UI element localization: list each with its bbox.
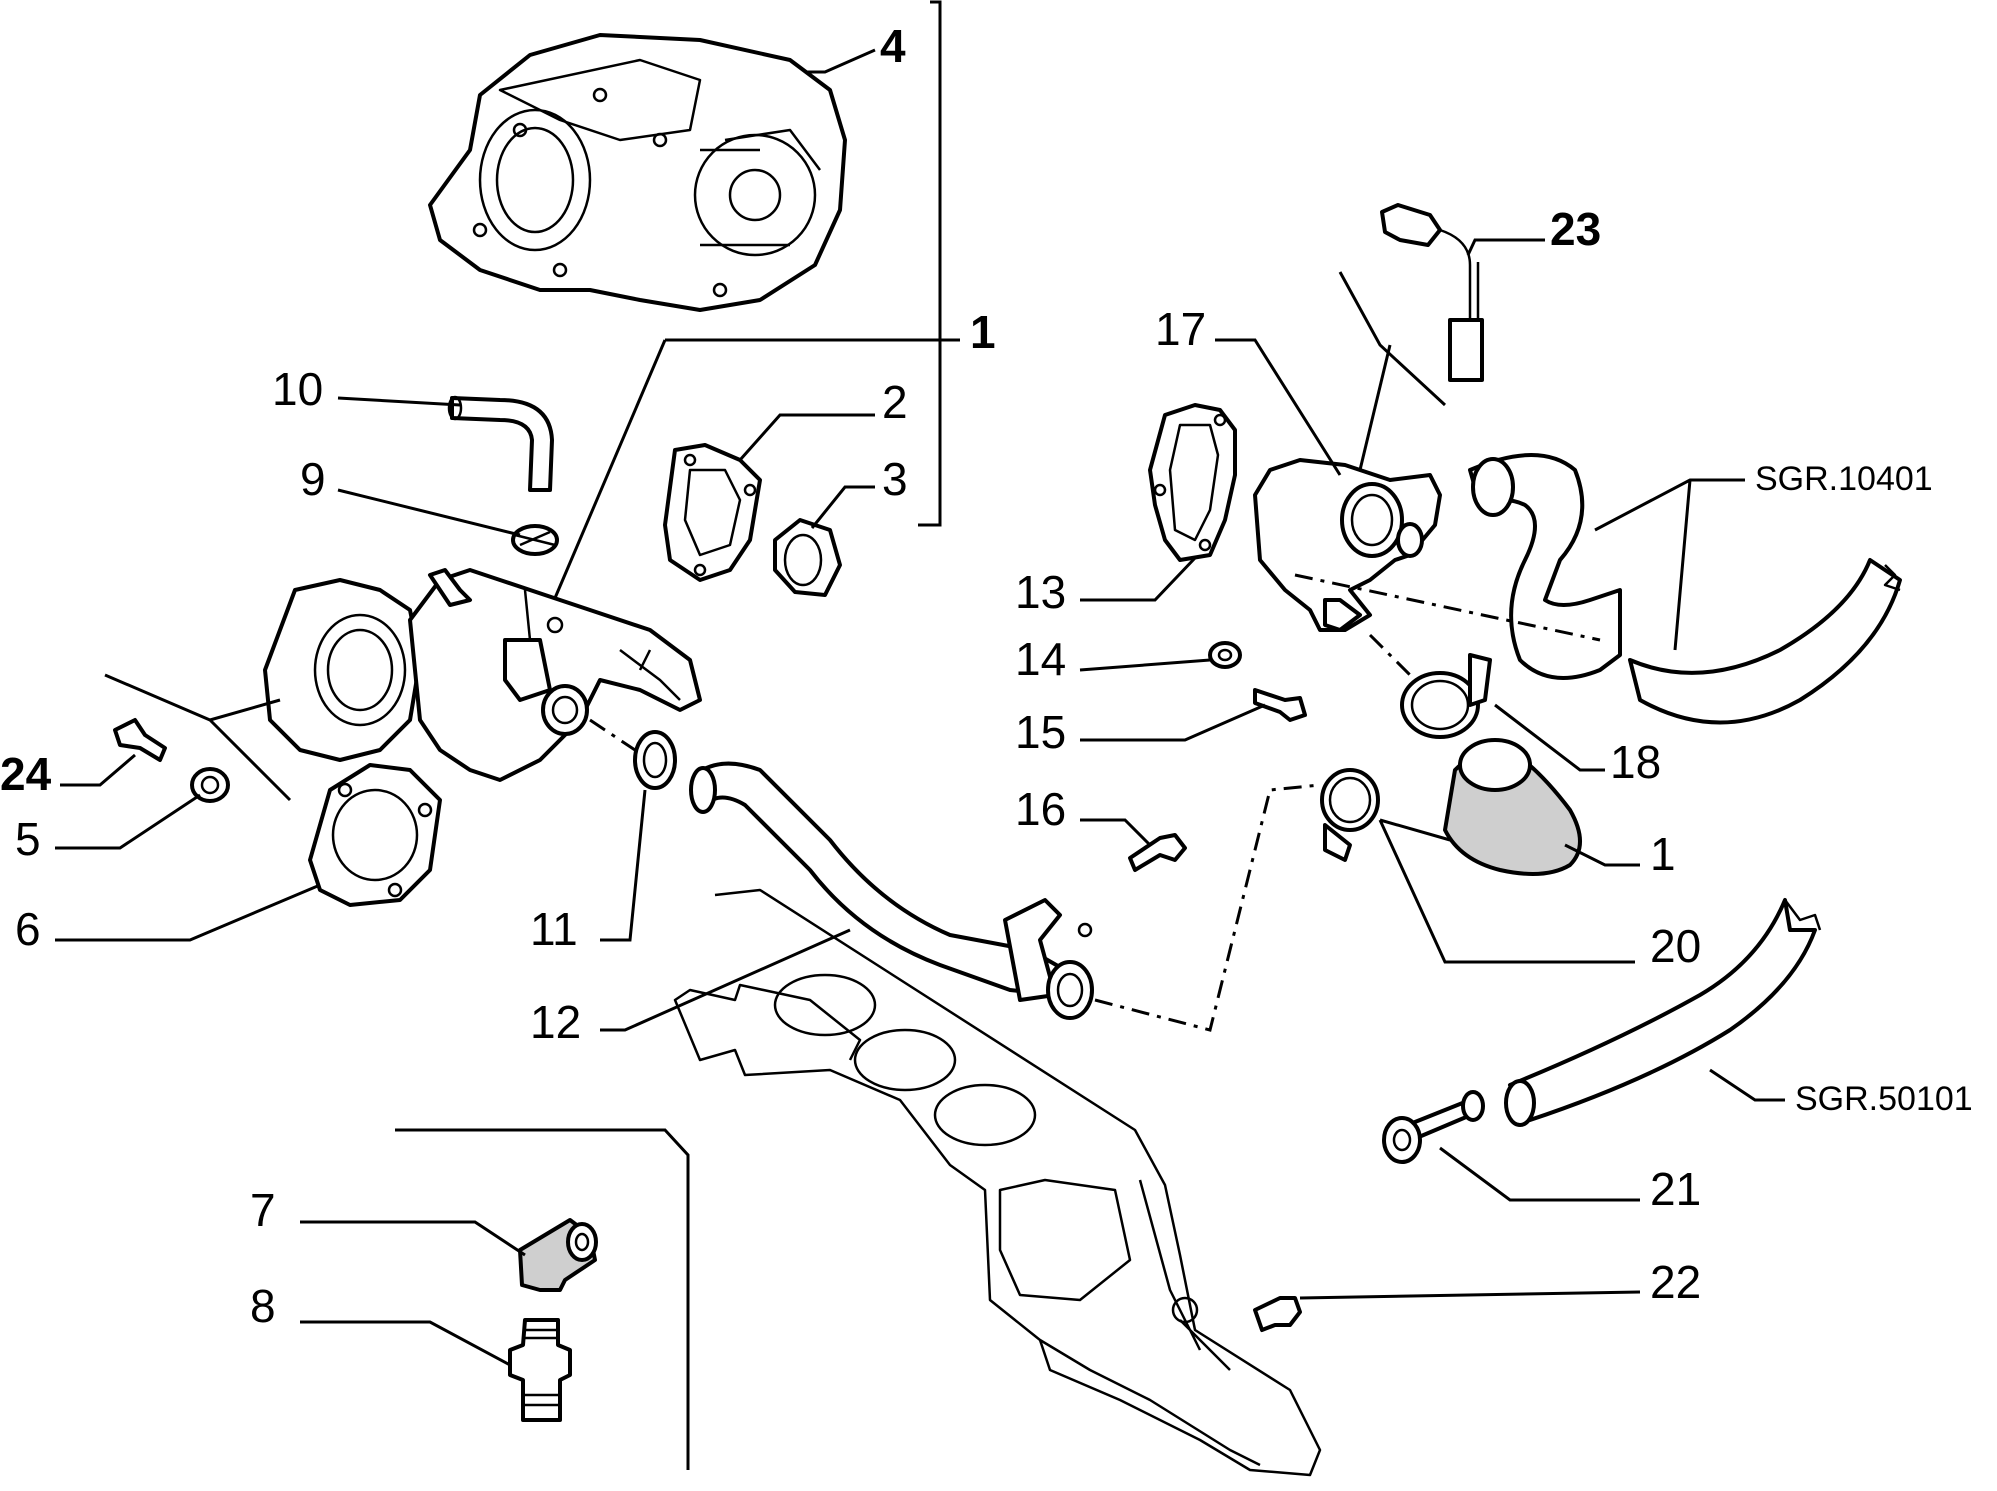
leader-16 bbox=[1080, 818, 1152, 847]
part-4-pump-housing bbox=[428, 33, 847, 312]
part-24-bolt bbox=[113, 718, 167, 762]
label-1-right: 1 bbox=[1650, 828, 1676, 880]
label-4: 4 bbox=[880, 20, 906, 72]
leader-18 bbox=[1494, 703, 1605, 772]
leader-12 bbox=[600, 928, 851, 1032]
label-3: 3 bbox=[882, 453, 908, 505]
leader-4 bbox=[805, 48, 876, 74]
engine-block-outline bbox=[673, 888, 1322, 1477]
leader-7 bbox=[300, 1220, 526, 1257]
label-7: 7 bbox=[250, 1184, 276, 1236]
part-18-hose-clamp bbox=[1400, 653, 1492, 739]
label-15: 15 bbox=[1015, 706, 1066, 758]
label-17: 17 bbox=[1155, 303, 1206, 355]
label-9: 9 bbox=[300, 453, 326, 505]
leader-24 bbox=[60, 753, 136, 787]
part-23-temperature-sensor bbox=[1380, 203, 1484, 382]
part-1-thermostat-housing bbox=[263, 568, 702, 782]
group-bracket-pump bbox=[918, 0, 942, 527]
label-13: 13 bbox=[1015, 566, 1066, 618]
leader-1a bbox=[553, 339, 667, 599]
hose-upper-right bbox=[1468, 453, 1902, 725]
label-2: 2 bbox=[882, 376, 908, 428]
leader-17 bbox=[1215, 338, 1342, 476]
part-11-o-ring bbox=[633, 730, 677, 790]
part-16-bolt bbox=[1128, 833, 1187, 872]
group-line-23 bbox=[1338, 271, 1447, 407]
part-7-elbow-fitting bbox=[518, 1218, 598, 1292]
leader-13 bbox=[1080, 556, 1197, 602]
reference-sgr-50101: SGR.50101 bbox=[1795, 1080, 1973, 1118]
part-8-threaded-connector bbox=[508, 1318, 572, 1422]
leader-3 bbox=[810, 485, 875, 529]
leader-5 bbox=[55, 793, 201, 850]
label-21: 21 bbox=[1650, 1163, 1701, 1215]
part-13-gasket bbox=[1148, 403, 1237, 562]
label-22: 22 bbox=[1650, 1256, 1701, 1308]
part-9-clamp bbox=[511, 524, 559, 556]
part-20-hose-clamp bbox=[1320, 768, 1380, 862]
label-20: 20 bbox=[1650, 920, 1701, 972]
part-2-gasket bbox=[663, 443, 762, 582]
leader-sgr-50101 bbox=[1709, 1068, 1785, 1102]
leader-sgr-10401 bbox=[1594, 478, 1745, 651]
part-1-hose-sleeve bbox=[1443, 738, 1582, 876]
label-18: 18 bbox=[1610, 736, 1661, 788]
part-17-thermostat-cover bbox=[1253, 458, 1442, 632]
label-8: 8 bbox=[250, 1280, 276, 1332]
hose-lower-right bbox=[1504, 898, 1822, 1127]
reference-sgr-10401: SGR.10401 bbox=[1755, 460, 1933, 498]
axis-line-11 bbox=[589, 718, 636, 752]
part-5-washer bbox=[190, 767, 230, 803]
leader-9 bbox=[337, 488, 521, 537]
label-5: 5 bbox=[15, 813, 41, 865]
leader-22 bbox=[1299, 1290, 1641, 1300]
label-14: 14 bbox=[1015, 633, 1066, 685]
part-3-bush bbox=[773, 518, 842, 597]
sensor-axis-line bbox=[1358, 344, 1392, 471]
label-10: 10 bbox=[272, 363, 323, 415]
label-16: 16 bbox=[1015, 783, 1066, 835]
leader-15 bbox=[1080, 703, 1266, 742]
group-lines-24-5 bbox=[104, 673, 292, 802]
part-14-washer bbox=[1208, 641, 1242, 669]
leader-20 bbox=[1378, 818, 1635, 964]
leader-23 bbox=[1466, 238, 1545, 256]
axis-line-20 bbox=[1094, 783, 1321, 1032]
label-6: 6 bbox=[15, 903, 41, 955]
label-1-top: 1 bbox=[970, 306, 996, 358]
leader-10 bbox=[337, 396, 461, 407]
label-12: 12 bbox=[530, 996, 581, 1048]
label-11: 11 bbox=[530, 903, 578, 955]
part-10-hose bbox=[447, 395, 554, 492]
leader-1b bbox=[1564, 843, 1640, 867]
part-6-gasket bbox=[308, 763, 442, 907]
part-15-bolt bbox=[1253, 688, 1307, 722]
label-23: 23 bbox=[1550, 203, 1601, 255]
axis-line-17 bbox=[1294, 573, 1601, 642]
leader-6 bbox=[55, 883, 321, 942]
part-12-pipe bbox=[689, 761, 1094, 1020]
leader-8 bbox=[300, 1320, 511, 1367]
leader-21 bbox=[1439, 1146, 1640, 1202]
leader-11 bbox=[600, 789, 647, 942]
leader-2 bbox=[738, 413, 875, 461]
leader-14 bbox=[1079, 658, 1211, 672]
part-22-plug bbox=[1253, 1296, 1302, 1332]
group-bracket-7-8 bbox=[395, 1128, 690, 1470]
part-21-pipe-connector bbox=[1382, 1090, 1485, 1164]
label-24: 24 bbox=[0, 748, 52, 800]
